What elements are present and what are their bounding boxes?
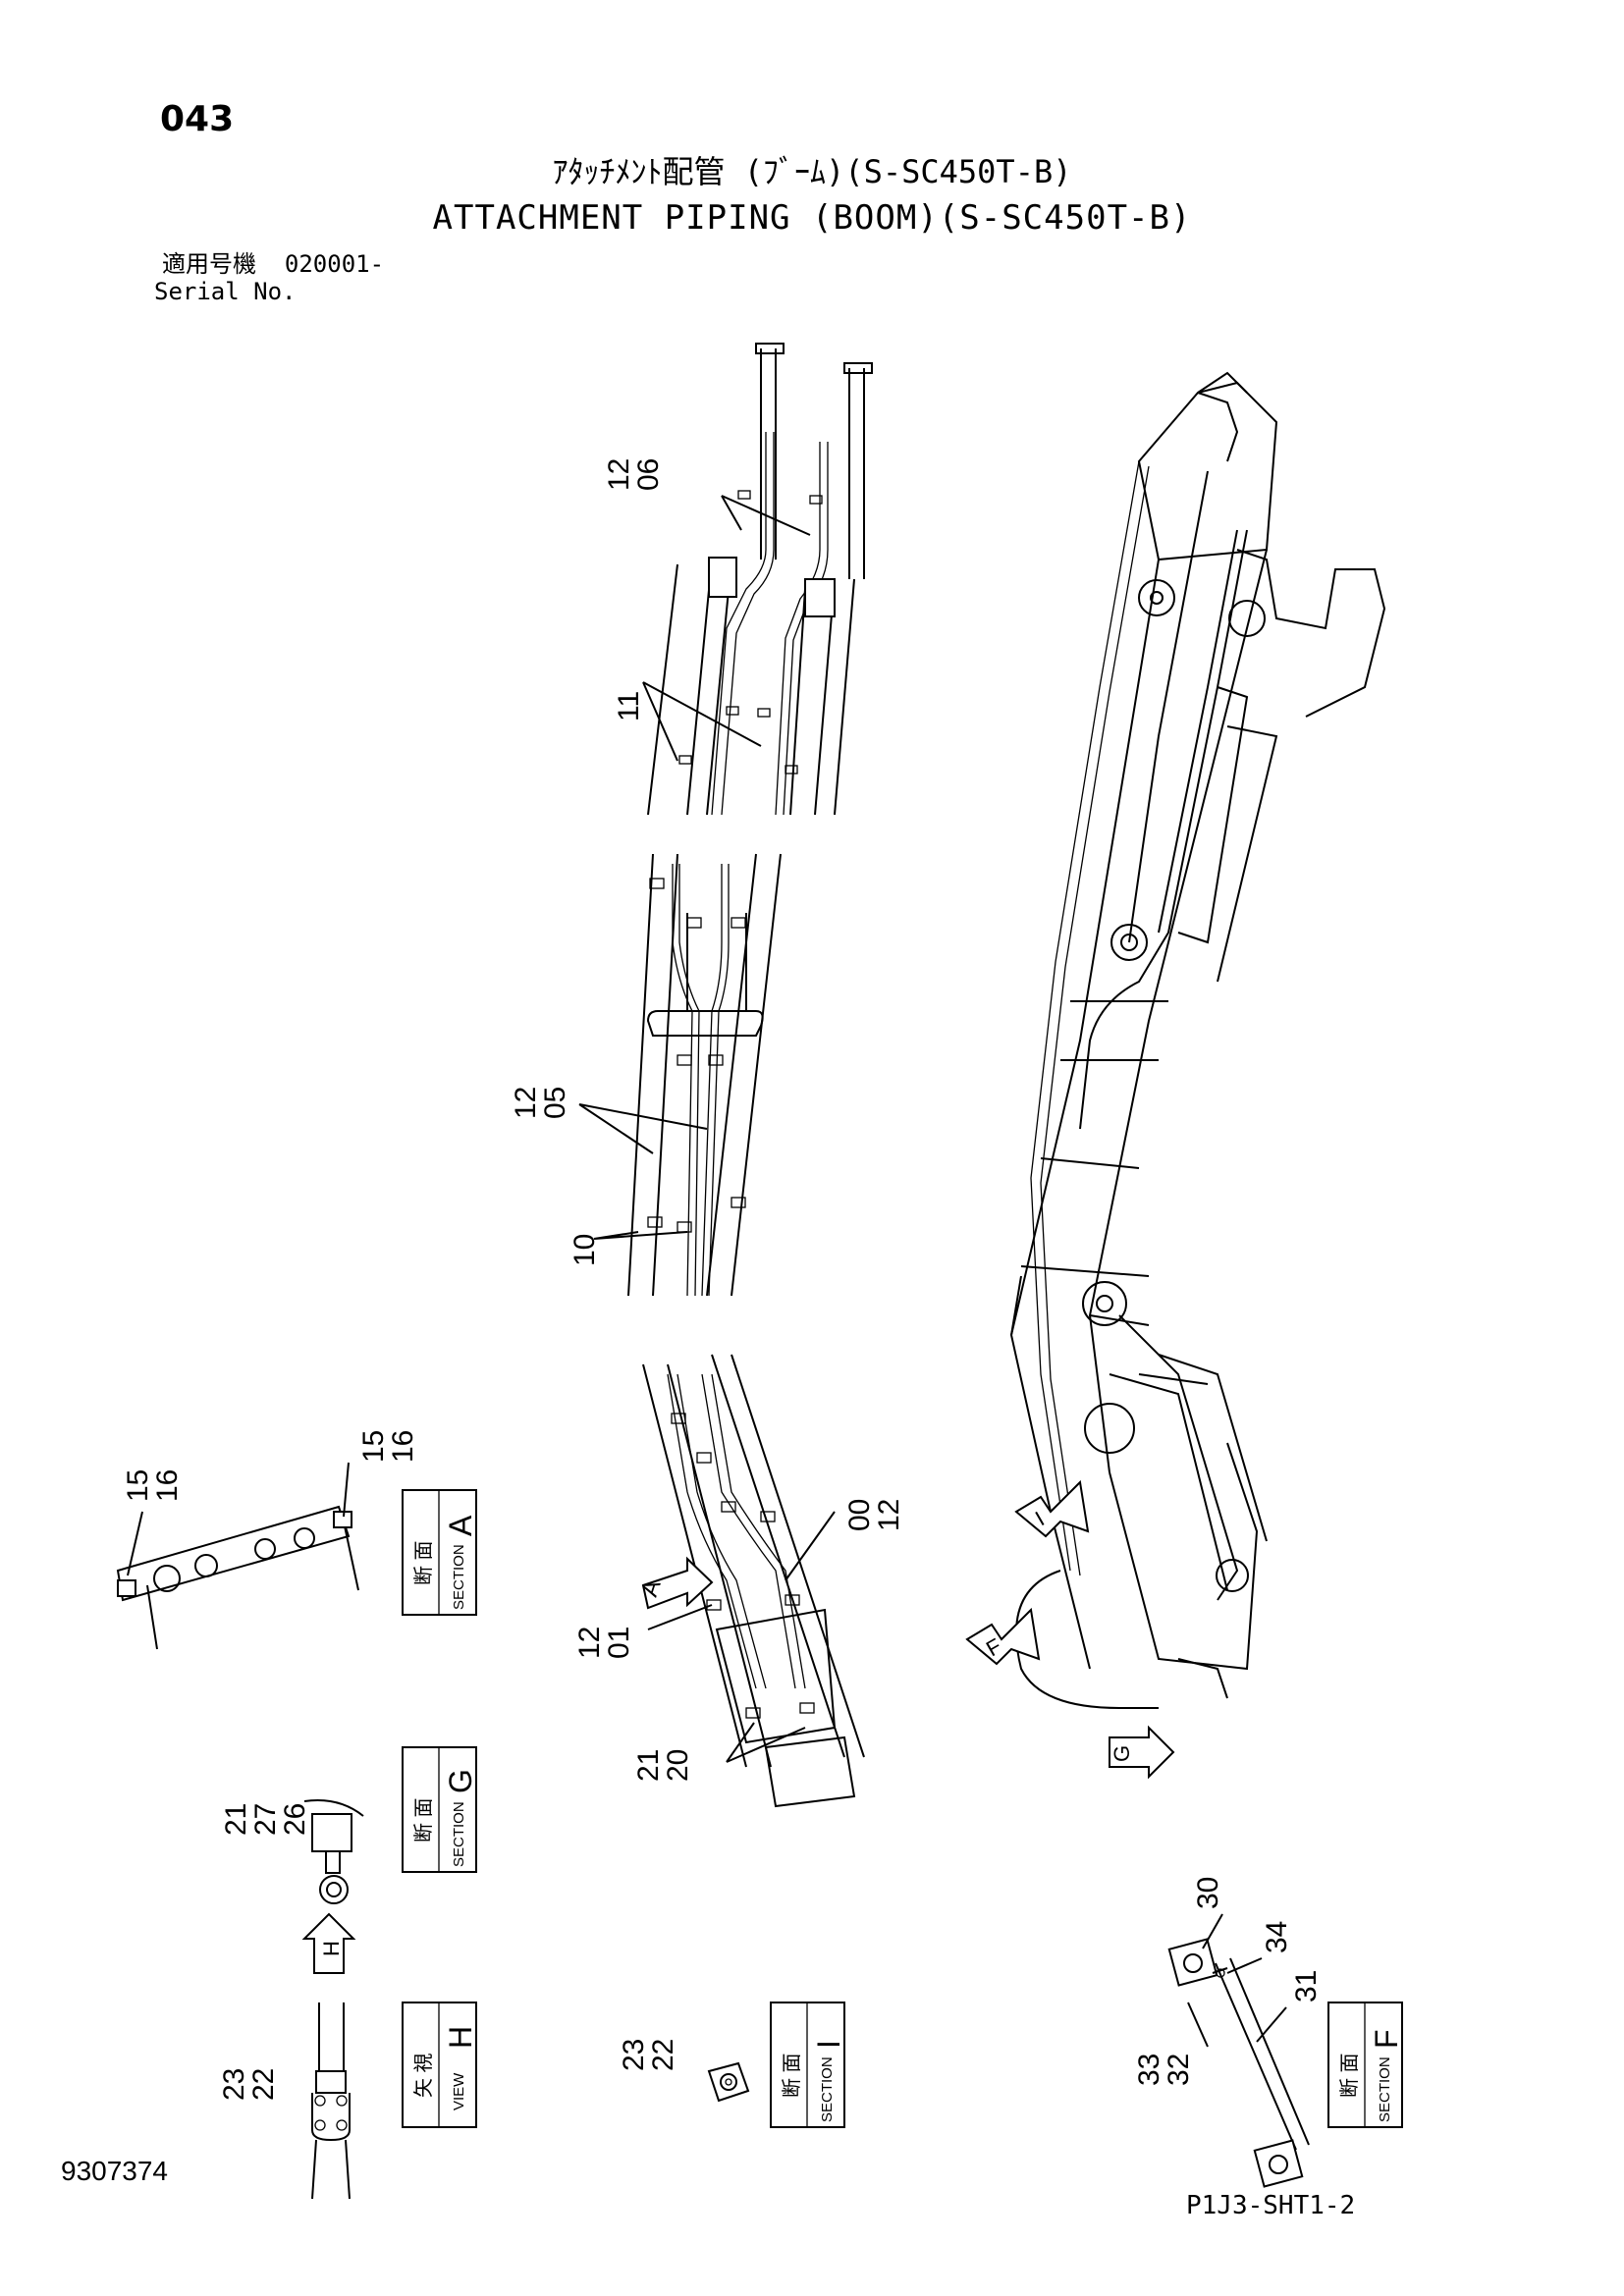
view-en: VIEW [451,2072,467,2110]
callout-23-22-i: 23 22 [618,2039,679,2071]
callout-text: 06 [632,458,665,491]
callout-text: 30 [1192,1877,1224,1909]
view-en: SECTION [1377,2056,1393,2122]
view-letter: H [443,2026,478,2049]
view-en: SECTION [819,2056,836,2122]
callout-text: 22 [647,2039,679,2071]
callout-text: 12 [510,1087,542,1119]
callout-text: 23 [618,2039,650,2071]
callout-text: 22 [247,2068,280,2101]
serial-block: 適用号機 020001- Serial No. [154,250,385,305]
view-letter: I [811,2040,846,2049]
arrow-f: F [965,1607,1041,1666]
callout-text: 34 [1261,1921,1293,1953]
callout-21-27-26: 21 27 26 [220,1803,311,1836]
callout-text: 01 [603,1627,635,1659]
title-japanese: ｱﾀｯﾁﾒﾝﾄ配管 (ﾌﾞｰﾑ)(S-SC450T-B) [552,153,1072,190]
arrow-i: I [1014,1479,1090,1538]
callout-33-32: 33 32 [1133,2054,1195,2086]
callout-11: 11 [613,691,645,721]
view-label-section-f: 断 面 SECTION F [1327,2002,1404,2128]
arrow-letter: G [1110,1745,1134,1762]
callout-text: 12 [873,1499,905,1531]
document-number: 9307374 [61,2156,169,2186]
title-english: ATTACHMENT PIPING (BOOM)(S-SC450T-B) [432,198,1192,238]
callout-30: 30 [1192,1877,1224,1909]
callout-text: 16 [151,1469,184,1502]
callout-text: 23 [218,2068,250,2101]
view-letter: F [1369,2029,1404,2049]
detail-middle-piping [578,853,782,1297]
view-label-view-h: 矢 視 VIEW H [402,2002,478,2128]
callout-text: 33 [1133,2054,1165,2086]
callout-text: 10 [568,1234,601,1266]
callout-12-01: 12 01 [573,1627,635,1659]
callout-text: 15 [357,1430,390,1463]
callout-text: 15 [122,1469,154,1502]
callout-34: 34 [1261,1921,1293,1953]
callout-text: 12 [603,458,635,491]
arrow-h: H [301,1912,356,1974]
callout-21-20: 21 20 [632,1749,694,1782]
arrow-letter: A [636,1576,667,1600]
callout-text: 20 [662,1749,694,1782]
callout-31: 31 [1290,1970,1323,2002]
callout-text: 21 [220,1803,252,1836]
callout-text: 00 [843,1499,876,1531]
section-f-drawing [1167,1913,1310,2188]
view-label-section-a: 断 面 SECTION A [402,1489,478,1616]
view-label-section-i: 断 面 SECTION I [770,2002,846,2128]
callout-text: 11 [613,691,645,721]
callout-15-16-right: 15 16 [357,1430,419,1463]
arrow-letter: H [319,1941,344,1956]
view-en: SECTION [451,1801,467,1867]
serial-value: 020001- [284,250,385,278]
serial-label-jp: 適用号機 [162,250,256,278]
view-jp: 断 面 [1338,2053,1361,2098]
callout-23-22-h: 23 22 [218,2068,280,2101]
view-en: SECTION [451,1544,467,1610]
detail-upper-piping [642,343,873,816]
serial-label-en: Serial No. [154,278,297,305]
callout-text: 16 [387,1430,419,1463]
callout-text: 26 [279,1803,311,1836]
page-number: 043 [160,99,235,139]
section-g-drawing [303,1799,364,1904]
view-letter: A [443,1515,478,1536]
boom-side-view [1009,371,1386,1709]
callout-text: 21 [632,1749,665,1782]
callout-12-06: 12 06 [603,458,665,491]
section-i-drawing [707,2061,750,2103]
callout-00-12: 00 12 [843,1499,905,1531]
view-jp: 矢 視 [412,2053,435,2098]
view-jp: 断 面 [412,1797,435,1842]
callout-text: 27 [249,1803,282,1836]
callout-12-05: 12 05 [510,1087,571,1119]
callout-text: 31 [1290,1970,1323,2002]
view-letter: G [443,1769,478,1793]
callout-10: 10 [568,1234,601,1266]
sheet-code: P1J3-SHT1-2 [1186,2191,1356,2220]
arrow-a: A [636,1556,714,1610]
arrow-g: G [1109,1725,1175,1780]
view-h-drawing [311,2002,351,2200]
callout-15-16-left: 15 16 [122,1469,184,1502]
callout-text: 12 [573,1627,606,1659]
view-label-section-g: 断 面 SECTION G [402,1746,478,1873]
view-jp: 断 面 [781,2053,803,2098]
callout-text: 32 [1163,2054,1195,2086]
callout-text: 05 [539,1087,571,1119]
view-jp: 断 面 [412,1540,435,1585]
detail-foot-piping [642,1354,865,1808]
section-a-drawing [116,1462,359,1650]
